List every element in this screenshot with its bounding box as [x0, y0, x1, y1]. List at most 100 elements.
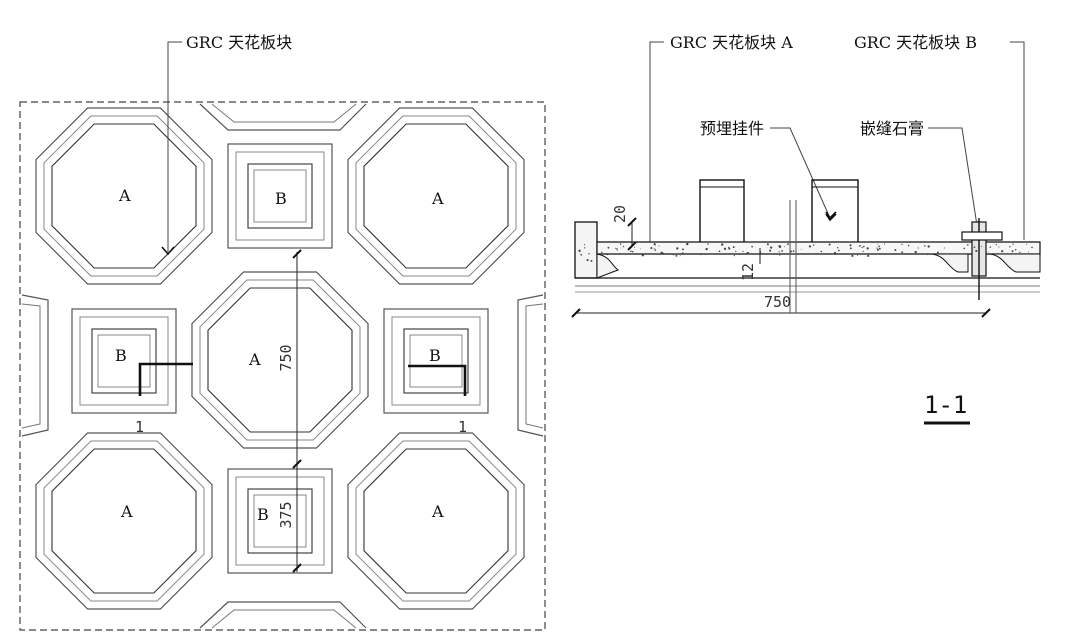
panel-b-label-right: B: [429, 346, 441, 365]
dim-20: 20: [611, 205, 629, 223]
plan-dimension: [292, 249, 302, 573]
hatch-dot: [927, 245, 930, 248]
hatch-dot: [837, 249, 840, 252]
panel-b-label-top: B: [275, 189, 287, 208]
hatch-dot: [732, 246, 735, 249]
hatch-dot: [1009, 246, 1011, 248]
section-title: 1-1: [924, 391, 967, 419]
square-outline: [247, 163, 313, 229]
hatch-dot: [654, 249, 657, 251]
hatch-dot: [630, 250, 632, 253]
hatch-dot: [583, 244, 586, 246]
hatch-dot: [862, 250, 864, 252]
hatch-dot: [820, 250, 823, 253]
hatch-dot: [584, 247, 586, 249]
hatch-dot: [658, 253, 661, 256]
hatch-dot: [936, 251, 939, 254]
section-mark-left: 1: [135, 418, 144, 436]
hatch-dot: [742, 250, 744, 253]
hatch-dot: [723, 247, 727, 250]
hatch-dot: [849, 244, 852, 247]
hatch-dot: [866, 247, 869, 250]
hatch-dot: [766, 243, 769, 246]
plan-dim-375: 375: [277, 501, 295, 528]
octagon-outline: [43, 115, 205, 277]
hatch-dot: [588, 253, 590, 255]
hatch-dot: [812, 244, 815, 246]
hatch-dot: [876, 247, 878, 249]
octagon-outline: [191, 271, 369, 449]
hatch-dot: [989, 246, 992, 248]
hatch-dot: [616, 249, 618, 251]
hatch-dot: [769, 246, 773, 249]
hatch-dot: [616, 248, 618, 250]
hatch-dot: [676, 247, 679, 250]
section-dimensions: [571, 200, 991, 318]
hatch-dot: [878, 245, 880, 248]
hatch-dot: [728, 246, 730, 249]
square-outline: [409, 334, 463, 388]
octagon-outline: [35, 432, 213, 610]
hatch-dot: [705, 253, 707, 255]
octagon-outline: [363, 448, 509, 594]
panel-b-label-bottom: B: [257, 505, 269, 524]
hatch-dot: [894, 249, 897, 251]
hatch-dot: [943, 247, 945, 249]
hatch-dot: [781, 250, 783, 252]
hatch-dot: [672, 253, 675, 256]
hatch-dot: [721, 243, 724, 246]
hatch-dot: [963, 247, 965, 250]
hatch-dot: [650, 246, 653, 250]
hatch-dot: [578, 249, 581, 252]
hatch-dot: [686, 242, 689, 246]
hatch-dot: [728, 247, 731, 250]
hatch-dot: [849, 247, 852, 250]
hatch-dot: [729, 253, 732, 255]
hatch-dot: [634, 246, 636, 249]
hatch-dot: [769, 249, 772, 252]
label-panel-b: GRC 天花板块 B: [854, 33, 977, 52]
hatch-dot: [738, 254, 740, 255]
hatch-dot: [707, 243, 709, 245]
square-outline: [227, 143, 333, 249]
hatch-dot: [901, 251, 904, 254]
hatch-dot: [700, 254, 702, 256]
square-outline: [235, 151, 325, 241]
hatch-dot: [975, 249, 978, 252]
hatch-dot: [586, 259, 589, 262]
hatch-dot: [914, 250, 917, 254]
hatch-dot: [988, 251, 989, 253]
square-outline: [71, 308, 177, 414]
hatch-dot: [981, 246, 982, 247]
concrete-hatch: [578, 242, 1033, 262]
section-cut-right: [408, 364, 467, 396]
hatch-dot: [1025, 243, 1027, 245]
hatch-dot: [800, 248, 802, 250]
dim-12: 12: [739, 263, 757, 281]
hatch-dot: [601, 251, 603, 254]
hatch-dot: [641, 254, 644, 257]
plan-boundary: [19, 101, 546, 631]
square-outline: [235, 476, 325, 566]
hatch-dot: [751, 245, 753, 248]
hatch-dot: [917, 247, 919, 249]
square-outline: [383, 308, 489, 414]
hatch-dot: [640, 248, 641, 250]
hatch-dot: [675, 254, 678, 257]
hatch-dot: [620, 247, 622, 249]
hatch-dot: [973, 246, 976, 248]
hatch-dot: [828, 243, 831, 246]
hatch-dot: [681, 248, 684, 251]
octagon-panels: [35, 107, 525, 610]
hatch-dot: [600, 253, 602, 256]
square-outline: [227, 468, 333, 574]
label-panel-a: GRC 天花板块 A: [670, 33, 793, 52]
label-hanger: 预埋挂件: [700, 119, 764, 138]
hatch-dot: [966, 244, 969, 246]
hatch-dot: [622, 245, 625, 248]
hatch-dot: [909, 253, 911, 255]
hatch-dot: [995, 243, 998, 246]
square-outline: [91, 328, 157, 394]
hatch-dot: [660, 251, 663, 254]
